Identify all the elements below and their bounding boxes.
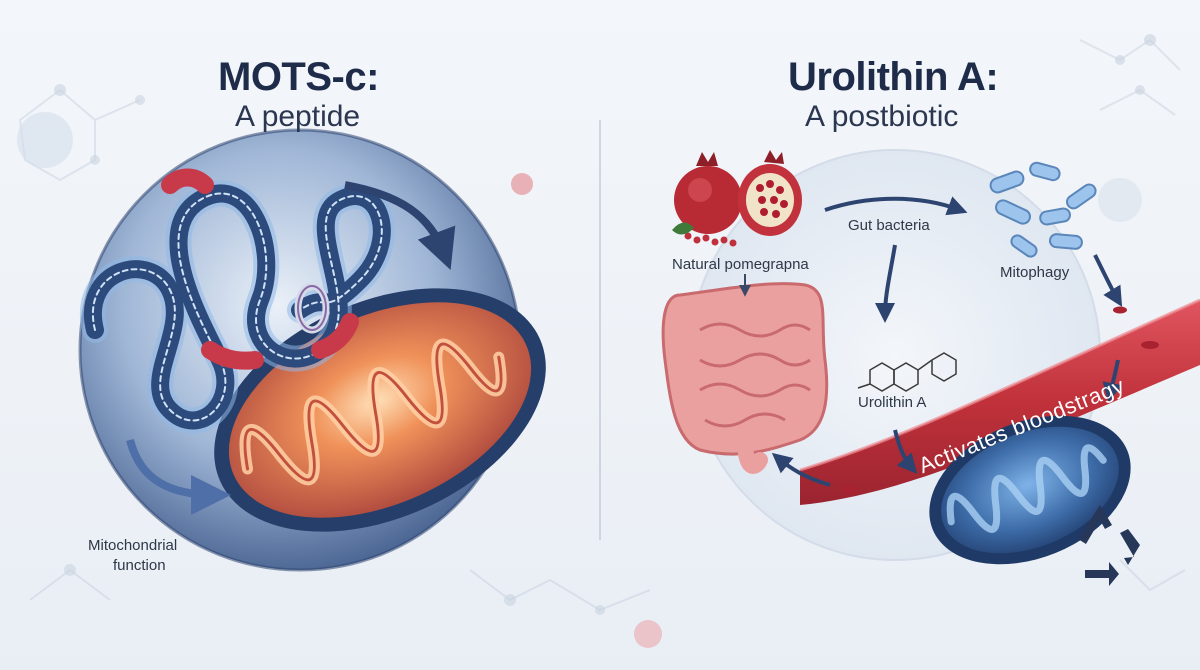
gut-bacteria-label: Gut bacteria — [848, 217, 930, 234]
left-title: MOTS-c: — [218, 55, 379, 99]
arrow-icon — [875, 244, 897, 323]
background-red-node — [511, 173, 533, 195]
urolithin-a-label: Urolithin A — [858, 394, 927, 411]
arrow-icon — [1102, 359, 1123, 403]
mitochondrial-function-label-line-2: function — [113, 557, 166, 574]
background-bubble — [17, 112, 73, 168]
background-molecule-network — [18, 38, 1186, 612]
background-bubble — [1098, 178, 1142, 222]
mitochondrial-function-label-line-1: Mitochondrial — [88, 537, 178, 554]
intestine-icon — [661, 282, 829, 474]
left-subtitle: A peptide — [235, 100, 361, 133]
right-panel — [661, 149, 1200, 586]
curved-arrow-icon — [126, 438, 231, 515]
arrow-icon — [824, 196, 968, 216]
recycle-icon — [1078, 505, 1140, 586]
right-title: Urolithin A: — [788, 55, 999, 99]
mitochondrial-function-label: Mitochondrial function — [88, 536, 177, 576]
arrow-icon — [1093, 254, 1123, 307]
right-subtitle: A postbiotic — [805, 100, 959, 133]
arrow-icon — [893, 429, 918, 475]
curved-arrow-icon — [344, 181, 456, 270]
mitophagy-label: Mitophagy — [1000, 264, 1070, 281]
pomegranate-icon — [672, 150, 802, 247]
peptide-chain — [80, 168, 395, 434]
mitochondrion-icon — [929, 415, 1131, 565]
pomegranate-label: Natural pomegrapna — [672, 256, 809, 273]
bacteria-icon — [989, 161, 1097, 258]
arrow-icon — [771, 452, 831, 487]
left-panel — [78, 128, 546, 572]
molecule-icon — [857, 352, 957, 392]
background-red-node — [634, 620, 662, 648]
background-nodes — [54, 34, 1156, 615]
